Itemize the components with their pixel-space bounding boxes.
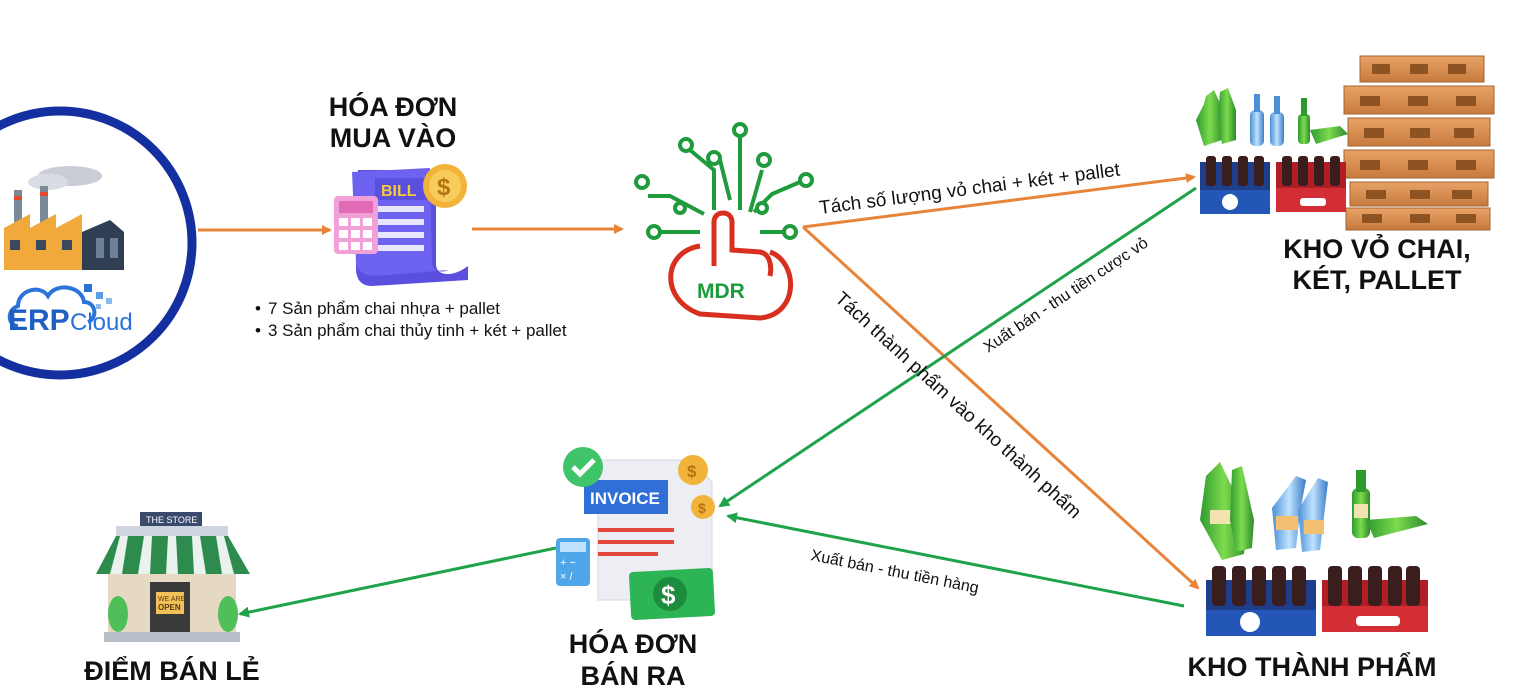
erp-logo-text2: Cloud [70, 309, 133, 336]
retail-title: ĐIỂM BÁN LẺ [84, 656, 260, 686]
goods-crates-icon [1206, 566, 1428, 636]
goods-store-title: KHO THÀNH PHẨM [1187, 652, 1437, 682]
invoice-in-title-line1: HÓA ĐƠN [328, 92, 458, 122]
arrow-invoice-out-to-retail [238, 546, 557, 618]
bill-icon: BILL $ [334, 164, 468, 286]
arrow-empties-to-invoice-out [718, 186, 1197, 508]
goods-bottles-icon [1200, 462, 1428, 560]
hand-outline [668, 243, 793, 321]
erp-logo-text: ERP [8, 304, 70, 337]
erp-node: ERP Cloud [0, 106, 197, 380]
invoice-in-title: HÓA ĐƠN MUA VÀO [318, 92, 468, 154]
factory-icon [4, 166, 124, 270]
invoice-in-note-1: 7 Sản phẩm chai nhựa + pallet [255, 298, 500, 319]
svg-text:$: $ [687, 462, 697, 481]
svg-text:$: $ [661, 580, 676, 610]
empties-store-icon [1196, 55, 1495, 231]
arrow-mdr-to-empties [802, 173, 1196, 229]
invoice-badge-text: INVOICE [590, 489, 660, 508]
bill-badge-text: BILL [381, 183, 417, 200]
invoice-out-title-line1: HÓA ĐƠN [568, 629, 698, 659]
arrow-goods-to-invoice-out [726, 512, 1185, 608]
arrow-mdr-to-goods [801, 225, 1200, 590]
check-badge-icon [563, 447, 603, 487]
circuit-icon [648, 132, 801, 234]
goods-store-icon [1200, 462, 1428, 636]
bottles-icon [1196, 88, 1348, 146]
retail-store-icon: THE STORE WE ARE OPEN [96, 512, 250, 642]
svg-text:$: $ [698, 500, 706, 516]
label-goods-to-invoice-out: Xuất bán - thu tiền hàng [809, 547, 980, 597]
calculator-icon [334, 196, 378, 254]
dollar-coin-icon: $ [423, 164, 467, 208]
erp-cloud-logo: ERP Cloud [7, 284, 133, 337]
empties-store-title: KHO VỎ CHAI, KÉT, PALLET [1262, 234, 1492, 296]
svg-text:+ −: + − [560, 557, 576, 569]
invoice-out-icon: INVOICE $ $ + − × / $ [556, 447, 715, 620]
door-sign-text-1: WE ARE [158, 596, 186, 603]
mdr-label: MDR [697, 280, 745, 303]
invoice-in-note-2: 3 Sản phẩm chai thủy tinh + két + pallet [255, 320, 567, 341]
coin-icons: $ $ [678, 455, 715, 519]
empties-store-title-line1: KHO VỎ CHAI, [1283, 234, 1471, 264]
door-sign-text-2: OPEN [158, 603, 181, 612]
label-empties-to-invoice-out: Xuất bán - thu tiền cược vỏ [981, 235, 1152, 357]
store-sign-text: THE STORE [146, 515, 197, 525]
svg-text:$: $ [437, 174, 451, 201]
mdr-node: MDR [634, 122, 814, 321]
pallet-stack-icon [1343, 55, 1495, 231]
empties-store-title-line2: KÉT, PALLET [1292, 265, 1462, 295]
calculator-icon-2: + − × / [556, 538, 590, 586]
invoice-out-title-line2: BÁN RA [580, 661, 686, 691]
banknote-icon: $ [629, 568, 715, 620]
crates-icon [1200, 156, 1346, 214]
svg-text:× /: × / [560, 571, 573, 583]
label-mdr-to-empties: Tách số lượng vỏ chai + két + pallet [818, 160, 1122, 219]
invoice-out-title: HÓA ĐƠN BÁN RA [558, 628, 708, 692]
invoice-in-title-line2: MUA VÀO [329, 123, 457, 153]
